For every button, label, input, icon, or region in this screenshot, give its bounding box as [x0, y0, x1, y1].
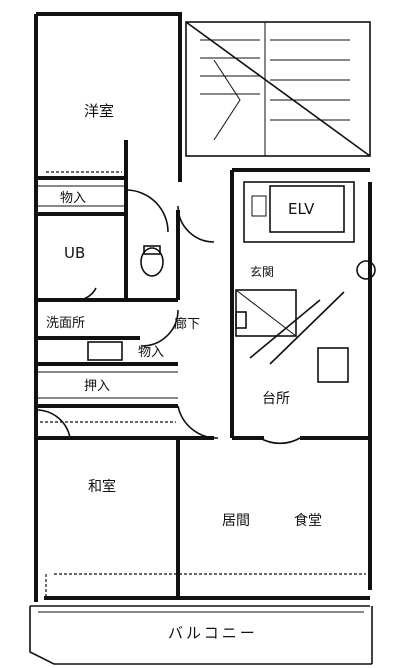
outer-walls [34, 12, 372, 602]
room-label-balcony: バルコニー [168, 624, 258, 642]
room-label-entrance: 玄関 [250, 265, 275, 279]
room-label-closet: 押入 [84, 379, 111, 394]
stairwell [185, 21, 371, 157]
room-label-elevator: ELV [288, 200, 315, 218]
room-label-ub: UB [64, 244, 86, 262]
elevator-shaft [243, 181, 355, 243]
interior-walls [36, 140, 370, 598]
door-swings [35, 189, 301, 445]
room-label-corridor: 廊下 [174, 317, 201, 332]
room-label-storage-upper: 物入 [60, 191, 87, 206]
overhead-lines [40, 171, 366, 598]
fixtures [87, 245, 376, 383]
room-label-storage-mid: 物入 [138, 345, 165, 360]
room-label-dining: 食堂 [294, 513, 322, 529]
room-label-kitchen: 台所 [262, 391, 290, 407]
balcony-outline [29, 605, 373, 665]
room-label-living: 居間 [222, 513, 250, 529]
room-label-washroom: 洗面所 [46, 316, 86, 331]
room-label-yoshitsu: 洋室 [84, 102, 115, 120]
room-label-washitsu: 和室 [88, 479, 116, 495]
